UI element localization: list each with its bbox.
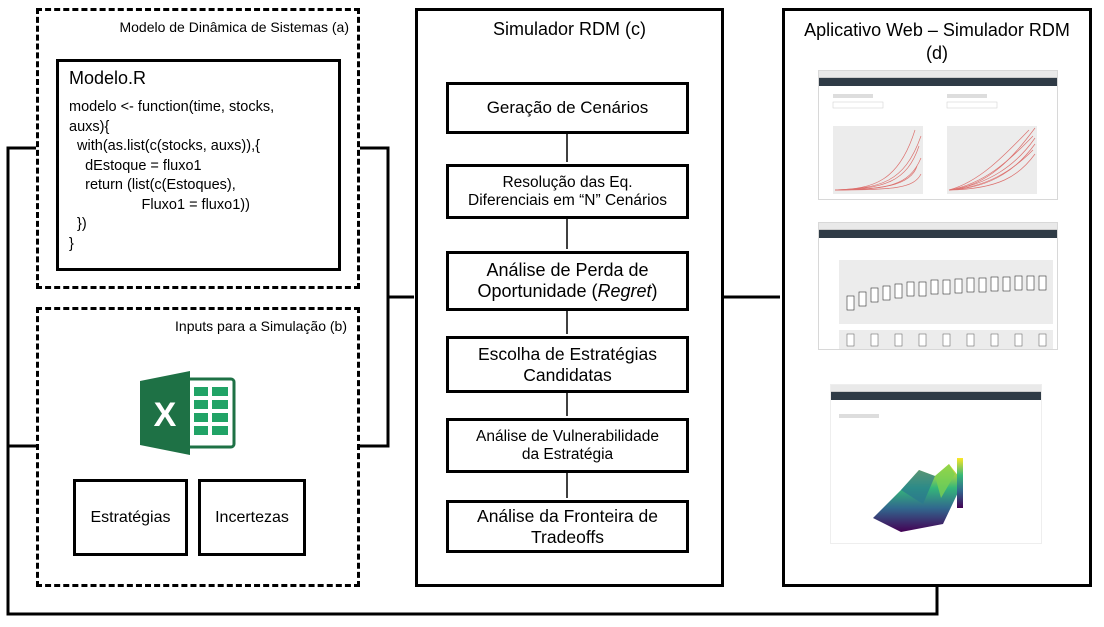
model-code-line: modelo <- function(time, stocks, (69, 99, 275, 115)
panel-d-title-line2: (d) (926, 43, 948, 63)
step-label: Tradeoffs (531, 526, 604, 547)
model-code-line: }) (69, 216, 87, 232)
model-code-line: Fluxo1 = fluxo1)) (69, 196, 250, 213)
boxplot-thumbnail (839, 260, 1053, 349)
step-candidate-strategies: Escolha de Estratégias Candidatas (446, 336, 689, 393)
line-plots-screenshot (818, 70, 1058, 200)
step-tradeoff-frontier: Análise da Fronteira de Tradeoffs (446, 500, 689, 553)
step-differential-equations: Resolução das Eq. Diferenciais em “N” Ce… (446, 164, 689, 219)
model-code-line: with(as.list(c(stocks, auxs)),{ (69, 138, 260, 154)
panel-b-title: Inputs para a Simulação (b) (175, 318, 347, 334)
excel-icon: X (140, 371, 236, 455)
surface-3d-screenshot (830, 384, 1042, 544)
model-code-line: dEstoque = fluxo1 (69, 157, 202, 174)
step-label: da Estratégia (521, 445, 614, 463)
panel-c-title: Simulador RDM (c) (492, 19, 647, 39)
boxplot-screenshot (818, 222, 1058, 350)
panel-a-system-dynamics-model: Modelo de Dinâmica de Sistemas (a) (36, 8, 360, 289)
step-label: Análise da Fronteira de (477, 505, 658, 526)
step-label: Candidatas (523, 364, 612, 385)
step-scenario-generation: Geração de Cenários (446, 82, 689, 134)
step-label-part: ) (651, 281, 658, 301)
step-label: Escolha de Estratégias (478, 343, 657, 364)
step-vulnerability-analysis: Análise de Vulnerabilidade da Estratégia (446, 418, 689, 473)
model-code-line: } (69, 235, 74, 252)
step-label: Análise de Perda de (486, 260, 649, 280)
panel-d-web-app: Aplicativo Web – Simulador RDM (d) (782, 8, 1092, 587)
step-label: Diferenciais em “N” Cenários (468, 191, 667, 209)
line-plots-thumbnail (832, 94, 1037, 194)
surface-thumbnail (839, 414, 963, 532)
regret-emphasis: Regret (597, 281, 652, 301)
step-regret-analysis: Análise de Perda de Oportunidade (Regret… (446, 251, 689, 311)
panel-c-rdm-simulator: Simulador RDM (c) (415, 8, 724, 587)
panel-d-title-line1: Aplicativo Web – Simulador RDM (804, 20, 1070, 40)
svg-text:X: X (154, 396, 177, 434)
panel-b-simulation-inputs: Inputs para a Simulação (b) (36, 307, 360, 587)
panel-a-title: Modelo de Dinâmica de Sistemas (a) (119, 19, 349, 35)
step-label: Resolução das Eq. (502, 173, 633, 191)
step-label: Análise de Vulnerabilidade (476, 427, 659, 445)
step-label-line2: Oportunidade (Regret) (477, 281, 657, 302)
model-file-name: Modelo.R (69, 68, 147, 88)
uncertainties-box: Incertezas (198, 479, 306, 556)
strategies-label: Estratégias (90, 508, 171, 526)
model-code-line: return (list(c(Estoques), (69, 177, 236, 193)
step-label-part: Oportunidade ( (477, 281, 598, 301)
step-label: Geração de Cenários (486, 98, 649, 117)
strategies-box: Estratégias (73, 479, 188, 556)
model-code-line: auxs){ (69, 118, 110, 135)
model-code-box: Modelo.R modelo <- function(time, stocks… (56, 59, 341, 271)
panel-d-title: Aplicativo Web – Simulador RDM (d) (785, 19, 1089, 65)
uncertainties-label: Incertezas (215, 508, 289, 526)
